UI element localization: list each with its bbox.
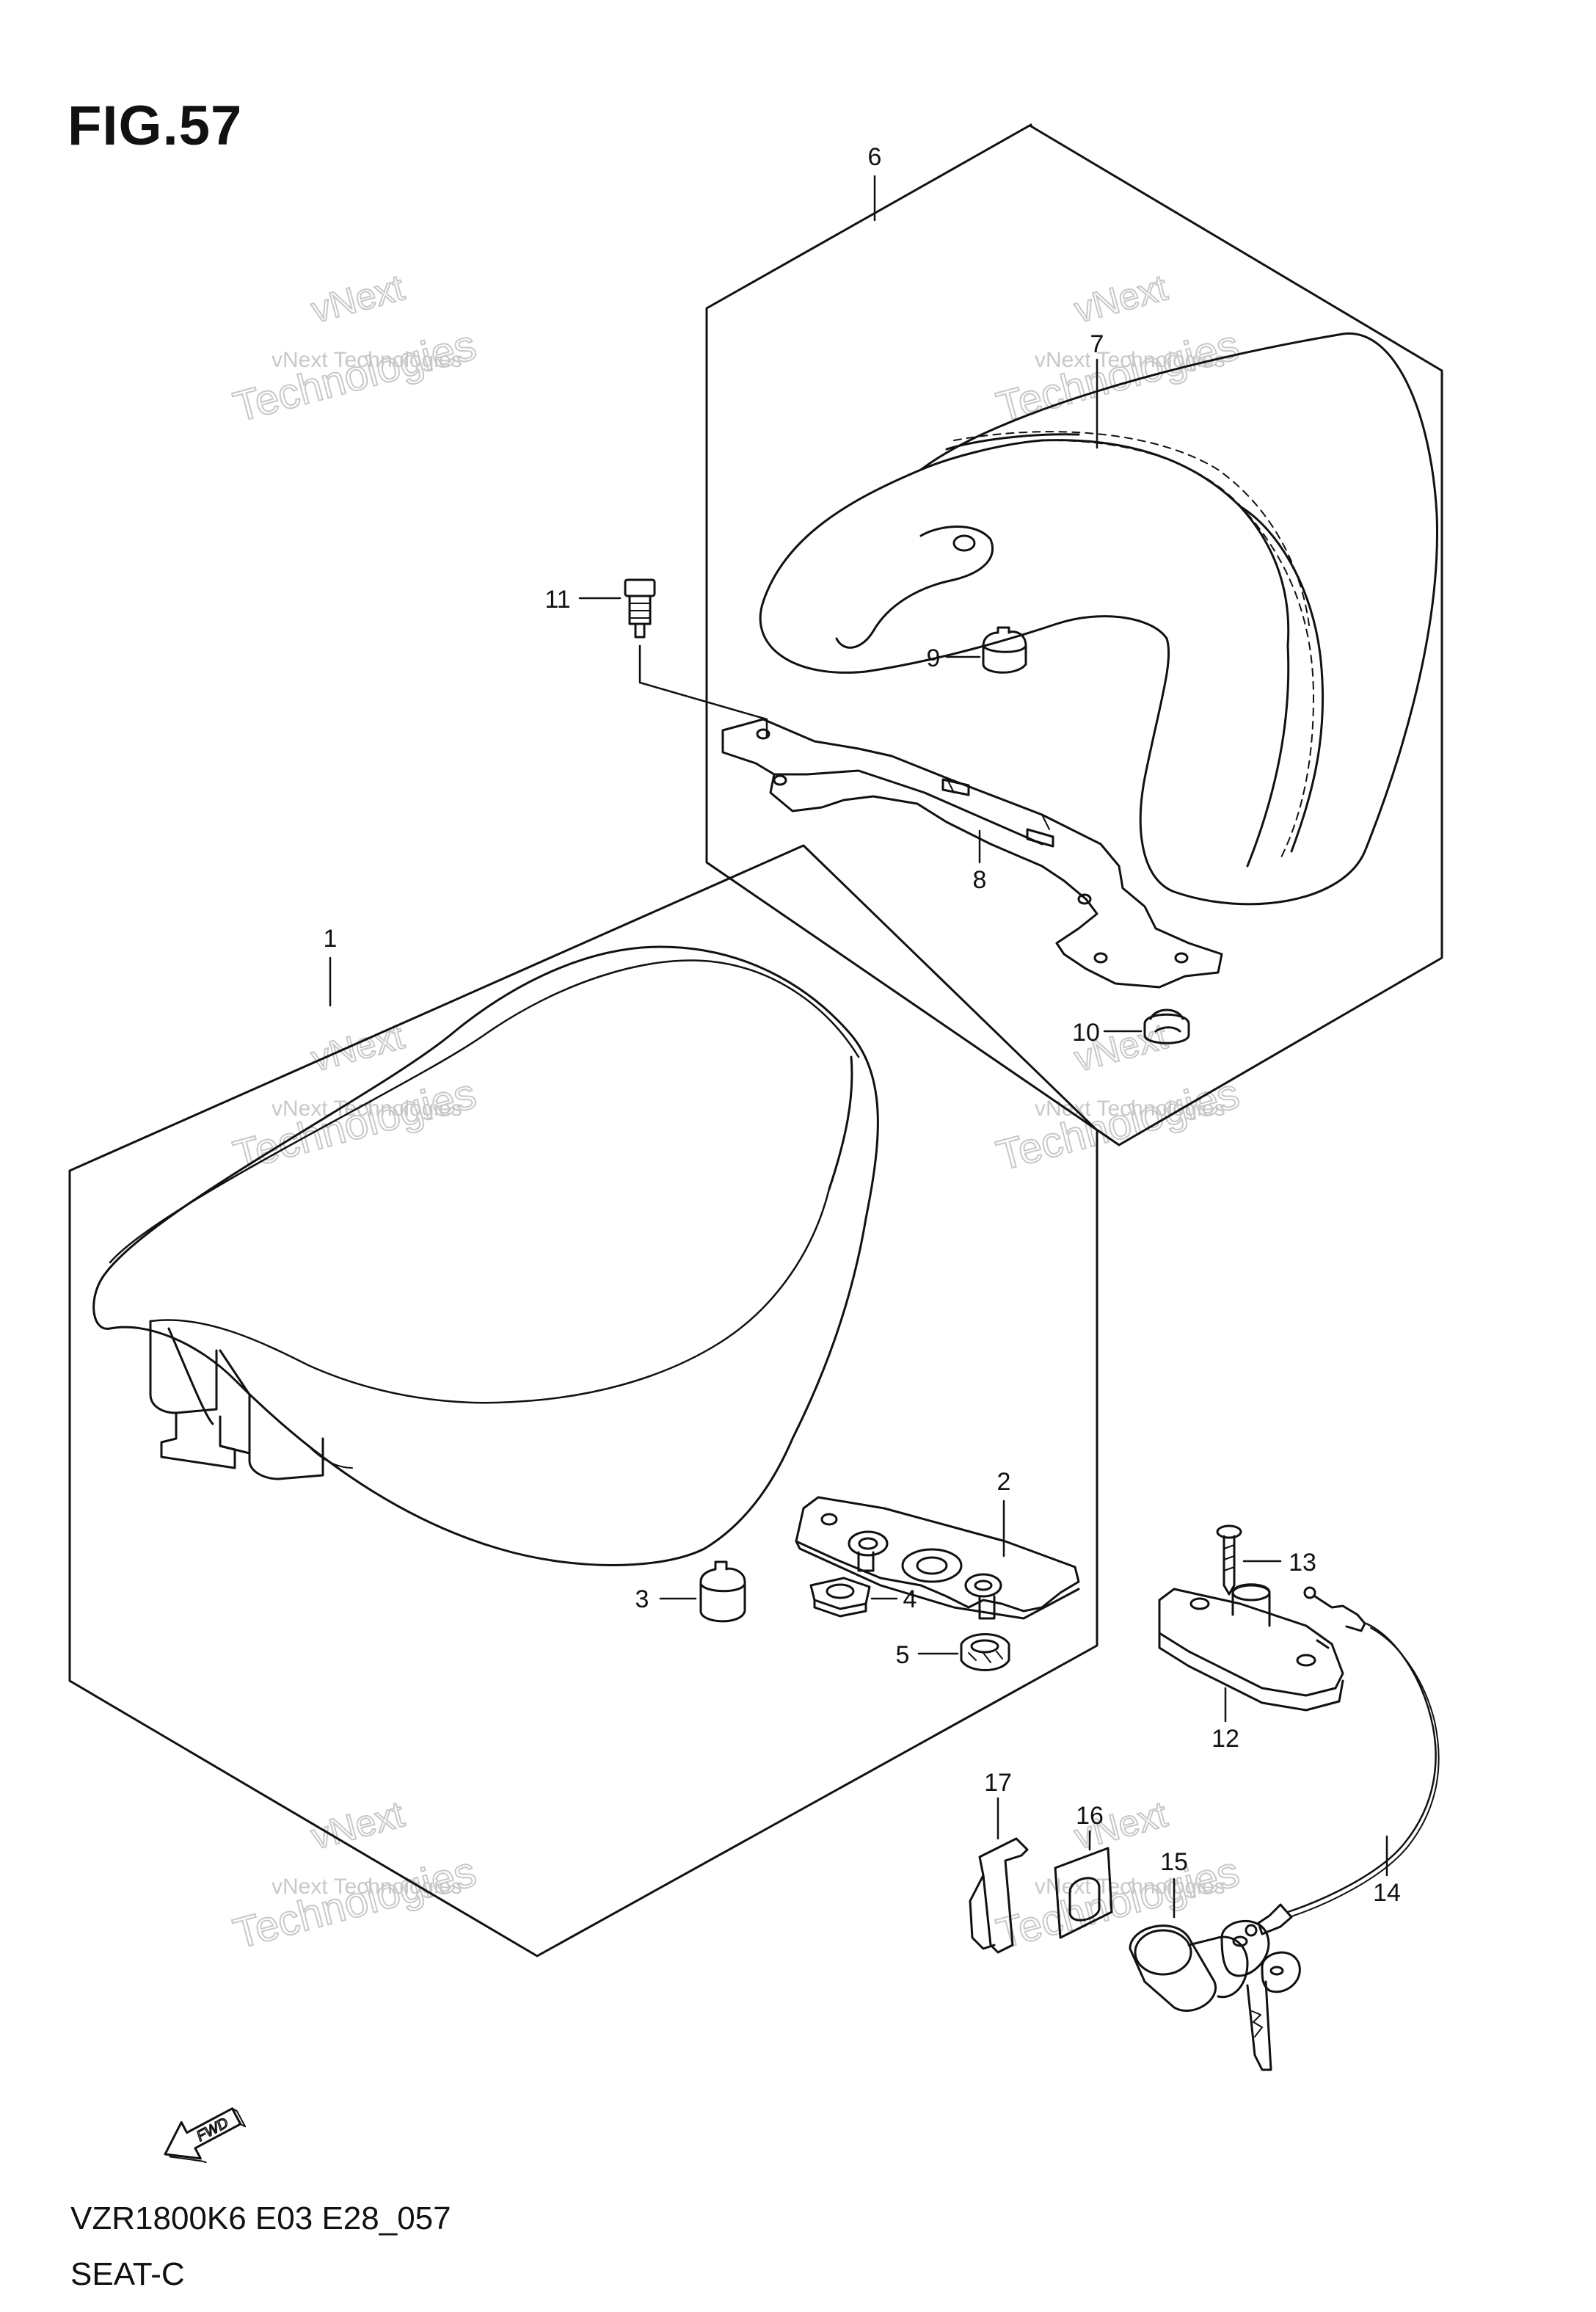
callout-14: 14	[1373, 1879, 1401, 1907]
watermark: vNext Technologies vNext Technologies	[991, 1014, 1245, 1180]
callout-16: 16	[1076, 1802, 1104, 1830]
key-icon[interactable]	[1220, 1919, 1301, 2071]
rear-seat[interactable]	[759, 332, 1439, 906]
watermark: vNext Technologies vNext Technologies	[228, 1792, 482, 1958]
front-seat-group-outline	[68, 844, 1098, 1957]
watermark-text: vNext	[307, 1793, 408, 1857]
watermark-text: Technologies	[229, 1069, 481, 1179]
figure-title: FIG.57	[68, 95, 243, 157]
watermarks: vNext Technologies vNext Technologies vN…	[228, 266, 1245, 1958]
cushion-9[interactable]	[945, 626, 1027, 674]
callout-6: 6	[868, 143, 882, 171]
watermark-text: Technologies	[229, 321, 481, 431]
grommet-10[interactable]	[1103, 1008, 1190, 1044]
callout-3: 3	[635, 1585, 649, 1613]
clip-17[interactable]	[969, 1797, 1029, 1954]
watermark-text: Technologies	[229, 1847, 481, 1957]
latch-12[interactable]	[1158, 1583, 1344, 1712]
callout-17: 17	[984, 1769, 1012, 1797]
watermark-text: vNext	[1070, 266, 1171, 330]
callout-2: 2	[997, 1468, 1011, 1496]
callout-8: 8	[973, 866, 987, 894]
watermark: vNext Technologies vNext Technologies	[991, 1792, 1245, 1958]
bracket-8[interactable]	[721, 718, 1223, 989]
watermark-text: vNext Technologies	[272, 1875, 462, 1899]
lock-cylinder-15[interactable]	[1129, 1877, 1249, 2012]
bolt-11[interactable]	[578, 578, 768, 739]
grommet-5[interactable]	[917, 1633, 1010, 1671]
watermark-text: vNext Technologies	[272, 1097, 462, 1121]
cushion-3[interactable]	[659, 1560, 746, 1623]
watermark-text: vNext	[307, 266, 408, 330]
front-seat[interactable]	[92, 945, 879, 1566]
callout-5: 5	[896, 1641, 910, 1669]
callout-4: 4	[903, 1585, 917, 1613]
watermark-text: vNext Technologies	[1035, 348, 1225, 372]
cable-14[interactable]	[1245, 1586, 1440, 1937]
watermark-text: vNext	[307, 1015, 408, 1079]
watermark: vNext Technologies vNext Technologies	[228, 266, 482, 432]
callout-13: 13	[1289, 1549, 1316, 1577]
callout-1: 1	[324, 925, 338, 953]
callout-11: 11	[544, 586, 570, 614]
model-code: VZR1800K6 E03 E28_057	[70, 2200, 451, 2236]
watermark-text: vNext Technologies	[272, 348, 462, 372]
plate-16[interactable]	[1054, 1830, 1113, 1939]
watermark-text: Technologies	[992, 1069, 1245, 1179]
callout-12: 12	[1211, 1725, 1239, 1753]
plate-2[interactable]	[795, 1496, 1080, 1620]
callout-10: 10	[1072, 1019, 1100, 1047]
callout-15: 15	[1160, 1848, 1188, 1876]
callout-7: 7	[1090, 330, 1104, 358]
callout-9: 9	[927, 644, 941, 672]
screw-13[interactable]	[1216, 1524, 1282, 1596]
nut-4[interactable]	[809, 1577, 898, 1618]
watermark-text: vNext Technologies	[1035, 1875, 1225, 1899]
fwd-arrow-icon: FWD	[164, 2107, 247, 2164]
rear-seat-group-outline	[705, 123, 1443, 1146]
section-name: SEAT-C	[70, 2256, 185, 2292]
watermark: vNext Technologies vNext Technologies	[991, 266, 1245, 432]
